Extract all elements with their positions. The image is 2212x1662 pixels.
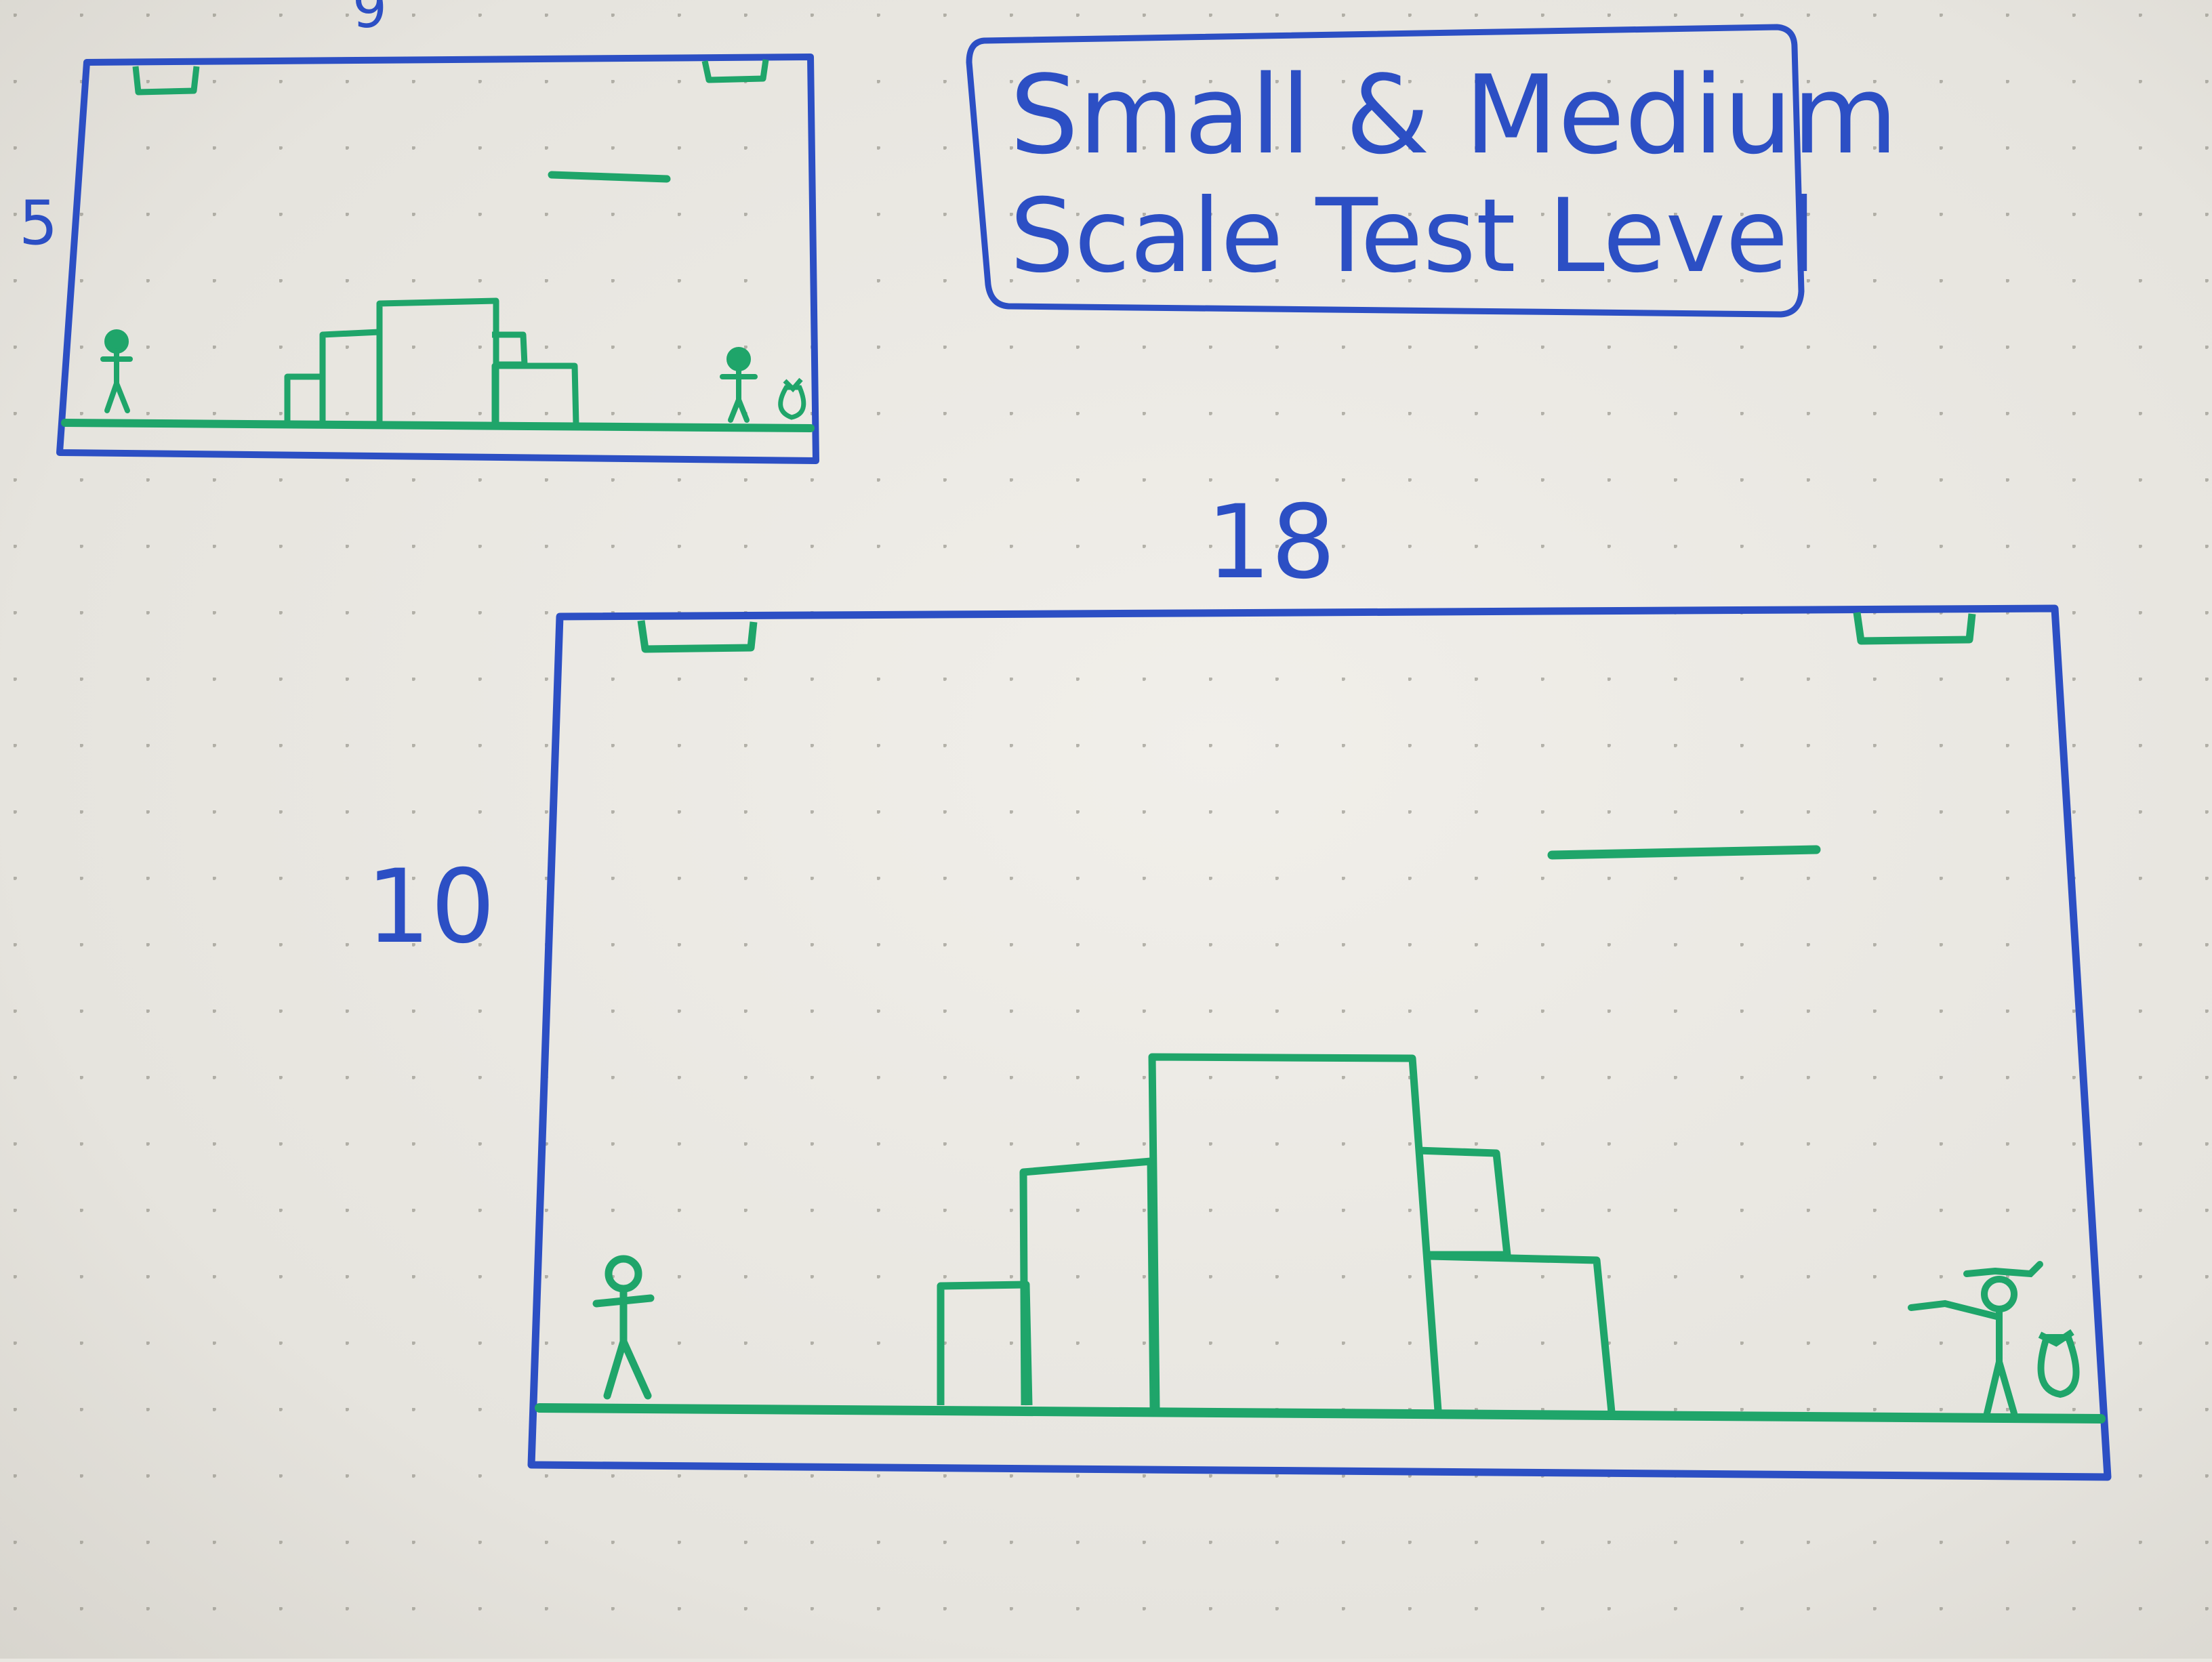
medium-enemy-figure — [1908, 1261, 2043, 1417]
medium-block-stack — [937, 1053, 1616, 1413]
medium-ground — [535, 1403, 2106, 1424]
medium-width-label: 18 — [1206, 484, 1336, 602]
title-line-2: Scale Test Level — [1010, 178, 1816, 295]
medium-ceiling-hook-left — [637, 620, 758, 653]
medium-loot-bag-icon — [2037, 1329, 2080, 1398]
medium-block-3 — [1148, 1053, 1442, 1411]
title-box: Small & Medium Scale Test Level — [966, 24, 1898, 318]
small-loot-bag-icon — [778, 377, 806, 420]
small-block-stack — [284, 297, 579, 425]
medium-ceiling-hook-right — [1853, 612, 1976, 645]
medium-level-frame — [527, 604, 2112, 1481]
small-height-label: 5 — [19, 188, 58, 259]
small-block-5 — [491, 362, 579, 425]
small-ceiling-hook-left — [132, 66, 200, 96]
medium-block-5 — [1429, 1252, 1616, 1413]
small-player-figure — [100, 329, 133, 413]
medium-level: 18 10 — [366, 484, 2112, 1481]
small-level: 9 5 — [19, 0, 819, 464]
small-level-frame — [56, 54, 819, 464]
medium-player-figure — [592, 1255, 655, 1400]
title-line-1: Small & Medium — [1010, 51, 1898, 178]
small-width-label: 9 — [352, 0, 387, 40]
enemy-hat — [1963, 1261, 2043, 1278]
small-ground — [61, 419, 815, 432]
small-enemy-figure — [720, 347, 758, 423]
enemy-gun-arm — [1908, 1300, 2003, 1321]
medium-floating-platform — [1547, 845, 1821, 860]
medium-height-label: 10 — [366, 848, 495, 966]
small-ceiling-hook-right — [701, 59, 769, 83]
small-floating-platform — [548, 171, 671, 183]
